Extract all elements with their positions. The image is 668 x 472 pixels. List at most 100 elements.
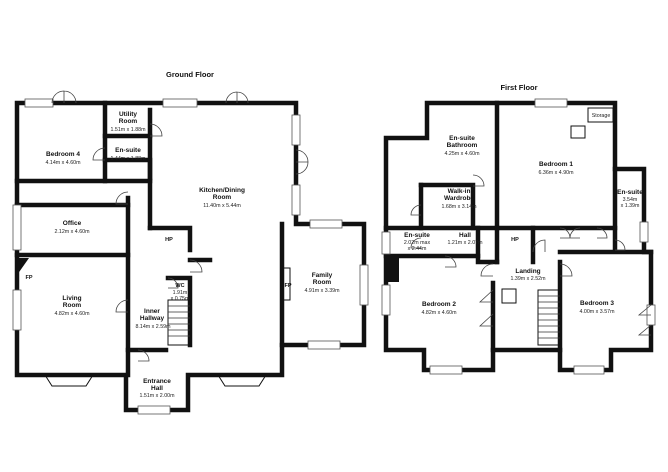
fireplace-marker <box>281 267 291 301</box>
room-name: Bedroom 3 <box>580 300 614 307</box>
door <box>115 299 129 313</box>
room-name-line: Bathroom <box>447 142 478 149</box>
room-name: WC <box>175 283 184 289</box>
room-dim-line: x 2.44m <box>408 246 427 252</box>
room-name-line: Living <box>62 295 81 302</box>
window <box>639 221 649 243</box>
window <box>12 204 22 251</box>
room-dim-line: 3.54m <box>623 197 638 203</box>
wardrobe-doors <box>478 289 494 327</box>
window <box>573 365 605 375</box>
window <box>309 219 343 229</box>
room-name: Office <box>63 220 82 227</box>
room-dim-line: x 1.39m <box>621 203 640 209</box>
first-floor-plan: First Floor <box>381 83 656 375</box>
bay-window <box>217 374 267 387</box>
fireplace-marker <box>17 258 29 275</box>
room-name: Landing <box>515 268 540 275</box>
fireplace-label: FP <box>284 283 291 289</box>
window <box>12 289 22 331</box>
room-name-line: Room <box>213 194 232 201</box>
room-dimensions: 6.36m x 4.90m <box>538 170 574 176</box>
room-dim-line: 2.02m max <box>404 240 431 246</box>
door <box>559 263 573 277</box>
door <box>189 259 203 273</box>
room-dimensions: 4.82m x 4.60m <box>421 310 457 316</box>
room-dimensions: 1.39m x 2.52m <box>510 276 546 282</box>
room-name-line: Wardrobe <box>444 195 474 202</box>
french-door <box>295 149 309 175</box>
window <box>307 340 341 350</box>
room-dimensions: 4.00m x 3.57m <box>579 309 615 315</box>
room-name-line: Family <box>312 272 333 279</box>
room-name-line: Inner <box>144 308 160 315</box>
storage-cupboard <box>587 107 614 123</box>
skylight <box>501 288 517 304</box>
first-exterior-wall <box>383 100 654 373</box>
window <box>534 98 568 108</box>
door <box>472 174 485 187</box>
room-name: Bedroom 2 <box>422 301 456 308</box>
window <box>429 365 463 375</box>
room-dimensions: 11.40m x 5.44m <box>203 203 241 209</box>
room-dimensions: 4.82m x 4.60m <box>54 311 90 317</box>
room-name-line: Kitchen/Dining <box>199 187 245 194</box>
door <box>115 191 129 205</box>
room-name: Bedroom 1 <box>539 161 573 168</box>
wardrobe-doors <box>596 227 608 239</box>
door <box>614 239 626 251</box>
wall-segment <box>102 157 153 181</box>
room-dimensions: 1.44m x 1.88m <box>110 156 146 162</box>
chimney-breast <box>386 256 399 282</box>
room-name-line: En-suite <box>449 135 475 142</box>
window <box>291 114 301 146</box>
window <box>137 405 171 415</box>
room-dimensions: 1.51m x 2.00m <box>139 393 175 399</box>
door <box>410 204 422 216</box>
first-floor-title: First Floor <box>500 83 537 92</box>
room-name-line: Hall <box>151 385 163 392</box>
door <box>444 255 457 268</box>
bay-window <box>44 374 94 387</box>
door <box>167 277 179 289</box>
room-name: En-suite <box>617 189 643 196</box>
room-dimensions: 4.14m x 4.60m <box>45 160 81 166</box>
window <box>162 98 198 108</box>
room-name-line: Walk-in <box>448 188 471 195</box>
staircase <box>167 299 191 346</box>
window <box>359 264 369 306</box>
room-dimensions: 2.12m x 4.60m <box>54 229 90 235</box>
room-name-line: Utility <box>119 111 137 118</box>
fireplace-label: FP <box>25 275 32 281</box>
window <box>24 98 54 108</box>
wall-segment <box>147 225 193 253</box>
room-name: En-suite <box>404 232 430 239</box>
door <box>532 239 546 253</box>
door <box>92 147 106 161</box>
room-dimensions: 1.51m x 1.88m <box>110 127 146 133</box>
room-dim-line: 1.91m <box>173 290 188 296</box>
hp-label: HP <box>165 237 173 243</box>
staircase <box>537 289 561 346</box>
room-dimensions: 4.91m x 3.39m <box>304 288 340 294</box>
door <box>410 237 422 249</box>
room-name-line: Room <box>313 279 332 286</box>
french-door <box>225 91 249 104</box>
ground-floor-plan: Ground Floor <box>12 70 369 415</box>
room-dimensions: 4.25m x 4.60m <box>444 151 480 157</box>
room-dimensions: 1.21m x 2.07m <box>447 240 483 246</box>
room-name-line: Room <box>63 302 82 309</box>
french-door <box>51 90 77 104</box>
